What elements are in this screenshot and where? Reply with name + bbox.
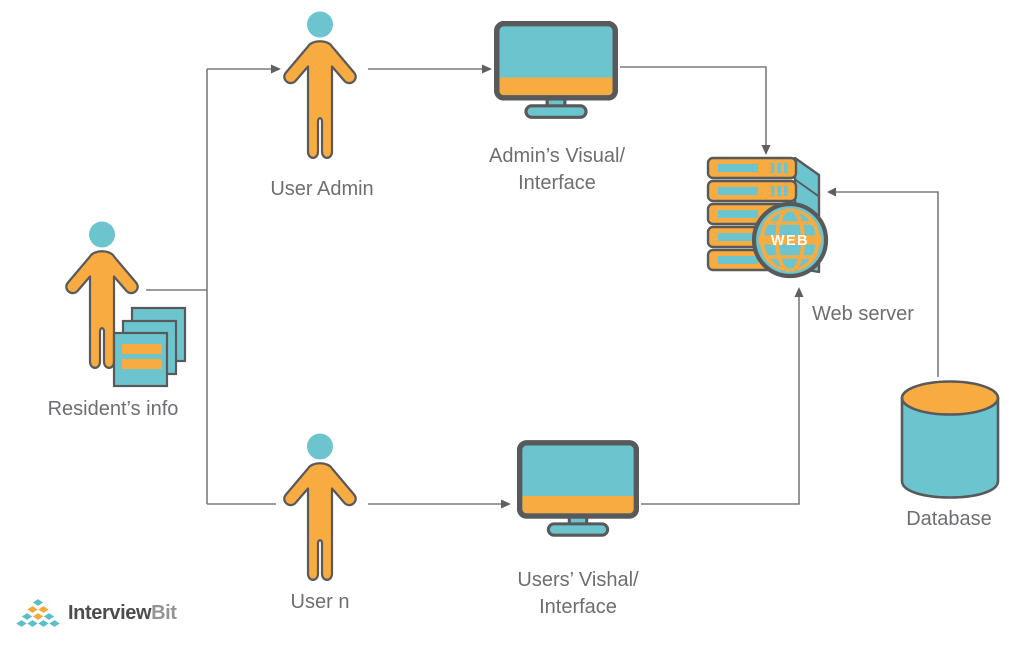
arrowhead-right-admin-monitor	[482, 64, 492, 74]
user-n-person-icon	[283, 432, 357, 581]
users-interface-label-line1: Users’ Vishal/	[517, 569, 639, 591]
admin-interface-label-line2: Interface	[518, 172, 596, 194]
arrowhead-left-server	[827, 187, 836, 197]
database-label: Database	[906, 508, 992, 530]
logo-pyramid-icon	[16, 599, 60, 627]
connector-monitor-to-server	[620, 66, 767, 146]
connector-database-to-server	[836, 191, 939, 377]
web-server-icon: WEB	[706, 156, 829, 279]
connector-usermonitor-to-server	[641, 297, 800, 505]
web-globe-text: WEB	[771, 233, 809, 249]
user-admin-person-icon	[283, 10, 357, 159]
user-n-label: User n	[290, 591, 350, 613]
logo-text-primary: Interview	[68, 602, 152, 624]
resident-label: Resident’s info	[47, 398, 179, 420]
users-interface-label: Users’ Vishal/ Interface	[478, 567, 678, 621]
admin-monitor-icon	[494, 21, 618, 120]
logo-text-secondary: Bit	[151, 602, 177, 624]
logo-wordmark: InterviewBit	[68, 598, 177, 628]
interviewbit-logo: InterviewBit	[16, 598, 177, 628]
users-monitor-icon	[517, 440, 639, 538]
arrowhead-right-user-monitor	[501, 499, 511, 509]
database-icon	[900, 380, 1000, 499]
resident-documents-icon	[112, 306, 187, 388]
admin-interface-label: Admin’s Visual/ Interface	[457, 143, 657, 197]
arrowhead-right-user-admin	[271, 64, 281, 74]
admin-interface-label-line1: Admin’s Visual/	[489, 145, 625, 167]
arrowhead-down-server	[761, 145, 771, 155]
users-interface-label-line2: Interface	[539, 596, 617, 618]
arrowhead-up-server	[794, 287, 804, 297]
web-server-label: Web server	[812, 303, 914, 325]
web-globe-icon: WEB	[751, 201, 829, 279]
user-admin-label: User Admin	[270, 178, 374, 200]
